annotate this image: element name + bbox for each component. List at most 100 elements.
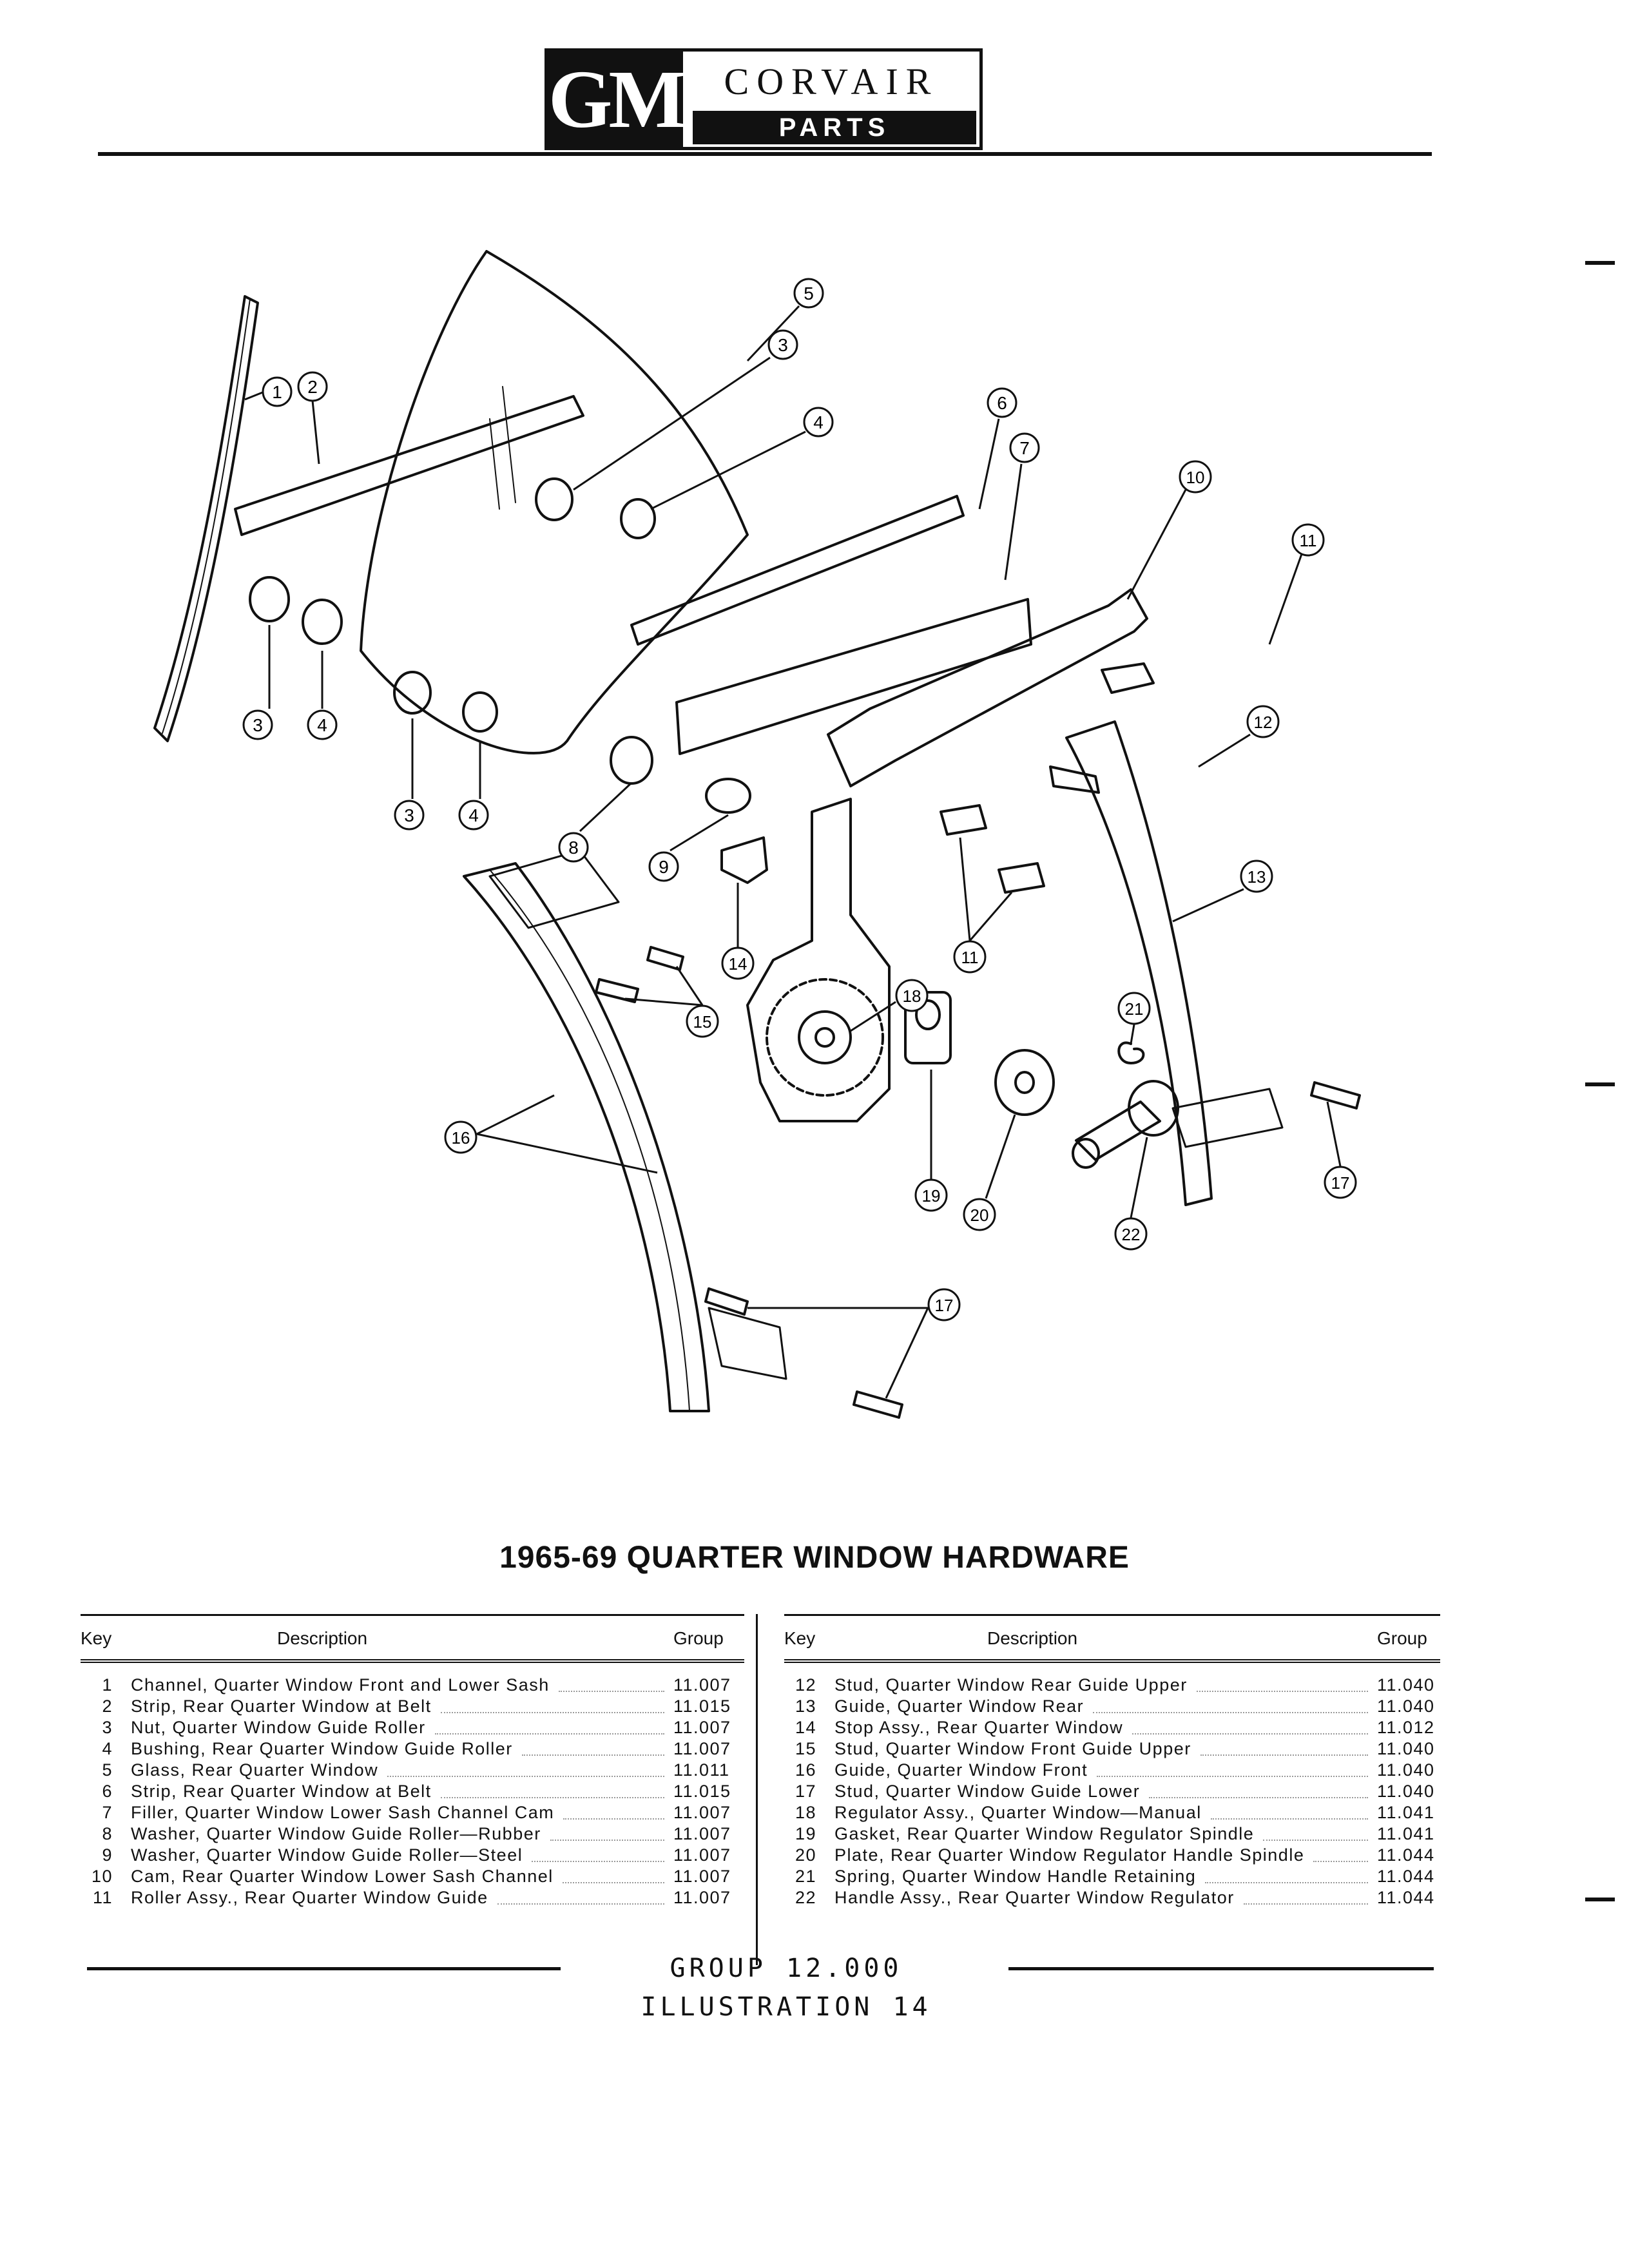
svg-text:2: 2 — [307, 377, 318, 397]
part-group: 11.007 — [673, 1718, 731, 1737]
part-group: 11.041 — [1377, 1803, 1435, 1822]
leader-dots — [1244, 1903, 1368, 1905]
part-group: 11.041 — [1377, 1824, 1435, 1843]
svg-text:1: 1 — [272, 382, 282, 402]
leader-dots — [1211, 1818, 1368, 1820]
svg-text:4: 4 — [468, 805, 479, 825]
part-key: 8 — [102, 1824, 113, 1843]
part-description: Plate, Rear Quarter Window Regulator Han… — [834, 1845, 1305, 1865]
part-window-stop — [720, 836, 768, 884]
part-group: 11.015 — [673, 1696, 731, 1716]
callout-9: 9 — [648, 851, 679, 882]
callout-8: 8 — [558, 832, 589, 863]
svg-text:8: 8 — [568, 838, 579, 858]
part-handle-spring — [1117, 1041, 1145, 1064]
leader-dots — [435, 1733, 664, 1735]
callout-21: 21 — [1117, 992, 1151, 1025]
part-steel-washer — [705, 778, 751, 814]
callout-11-upper: 11 — [1291, 523, 1325, 557]
part-rear-guide-stud — [1049, 765, 1100, 794]
svg-text:3: 3 — [404, 805, 414, 825]
part-group: 11.007 — [673, 1824, 731, 1843]
part-key: 12 — [795, 1675, 816, 1695]
part-group: 11.007 — [673, 1675, 731, 1695]
callout-18: 18 — [895, 979, 929, 1012]
callout-3: 3 — [767, 329, 798, 360]
logo-subtitle: PARTS CATALOGUE — [693, 111, 976, 175]
part-belt-strip-6 — [630, 495, 965, 646]
leader-dots — [497, 1903, 664, 1905]
column-top-rule — [81, 1614, 744, 1616]
svg-text:6: 6 — [997, 393, 1007, 413]
callout-22: 22 — [1114, 1217, 1148, 1251]
part-description: Strip, Rear Quarter Window at Belt — [131, 1782, 432, 1801]
svg-text:12: 12 — [1254, 713, 1273, 732]
table-row: 2 Strip, Rear Quarter Window at Belt 11.01… — [81, 1696, 738, 1718]
part-group: 11.007 — [673, 1803, 731, 1822]
svg-text:3: 3 — [778, 335, 788, 355]
callout-3-left: 3 — [242, 709, 273, 740]
svg-text:11: 11 — [961, 948, 979, 967]
diagram-svg: 1 2 5 3 4 6 7 10 11 12 13 3 4 3 4 8 9 14… — [153, 250, 1361, 1419]
callout-6: 6 — [987, 387, 1017, 418]
leader-dots — [563, 1882, 664, 1883]
part-window-regulator — [746, 798, 891, 1122]
part-front-guide — [463, 862, 710, 1412]
leader-dots — [1097, 1776, 1368, 1777]
callout-17-right: 17 — [1324, 1166, 1357, 1199]
part-key: 7 — [102, 1803, 113, 1822]
svg-text:15: 15 — [693, 1012, 712, 1032]
part-lower-stud — [1310, 1081, 1361, 1110]
part-key: 11 — [92, 1888, 113, 1907]
part-group: 11.007 — [673, 1867, 731, 1886]
callout-1: 1 — [262, 376, 293, 407]
callout-12: 12 — [1246, 705, 1280, 738]
callout-labels: 1 2 5 3 4 6 7 10 11 12 13 3 4 3 4 8 9 14… — [242, 278, 1357, 1321]
svg-text:7: 7 — [1019, 438, 1030, 458]
header-key: Key — [81, 1628, 112, 1648]
part-front-guide-stud — [646, 946, 684, 971]
part-key: 5 — [102, 1760, 113, 1780]
footer-reference: GROUP 12.000 ILLUSTRATION 14 — [641, 1954, 932, 2022]
svg-text:20: 20 — [970, 1206, 989, 1225]
part-key: 2 — [102, 1696, 113, 1716]
logo-model-name: CORVAIR — [724, 61, 939, 102]
table-row: 10 Cam, Rear Quarter Window Lower Sash Ch… — [81, 1867, 738, 1888]
header-key: Key — [784, 1628, 816, 1648]
part-key: 3 — [102, 1718, 113, 1737]
callout-16: 16 — [444, 1120, 477, 1154]
part-group: 11.040 — [1377, 1696, 1435, 1716]
edge-mark — [1585, 261, 1615, 265]
part-quarter-glass — [360, 250, 749, 754]
part-description: Strip, Rear Quarter Window at Belt — [131, 1696, 432, 1716]
part-key: 10 — [91, 1867, 113, 1886]
svg-text:16: 16 — [452, 1128, 470, 1148]
header-group: Group — [1377, 1628, 1427, 1648]
part-description: Filler, Quarter Window Lower Sash Channe… — [131, 1803, 555, 1822]
svg-text:4: 4 — [317, 715, 327, 735]
header-double-rule — [81, 1659, 744, 1663]
part-description: Guide, Quarter Window Rear — [834, 1696, 1084, 1716]
gm-corvair-logo: GM CORVAIR PARTS CATALOGUE — [545, 48, 983, 175]
part-group: 11.007 — [673, 1845, 731, 1865]
header-group: Group — [673, 1628, 724, 1648]
svg-text:17: 17 — [1331, 1173, 1350, 1193]
part-description: Cam, Rear Quarter Window Lower Sash Chan… — [131, 1867, 554, 1886]
callout-13: 13 — [1240, 860, 1273, 893]
part-description: Handle Assy., Rear Quarter Window Regula… — [834, 1888, 1235, 1907]
leader-dots — [441, 1797, 664, 1798]
callout-2: 2 — [297, 371, 328, 402]
part-description: Washer, Quarter Window Guide Roller—Stee… — [131, 1845, 523, 1865]
leader-dots — [532, 1861, 664, 1862]
part-group: 11.007 — [673, 1739, 731, 1758]
part-key: 21 — [795, 1867, 816, 1886]
part-group: 11.040 — [1377, 1739, 1435, 1758]
